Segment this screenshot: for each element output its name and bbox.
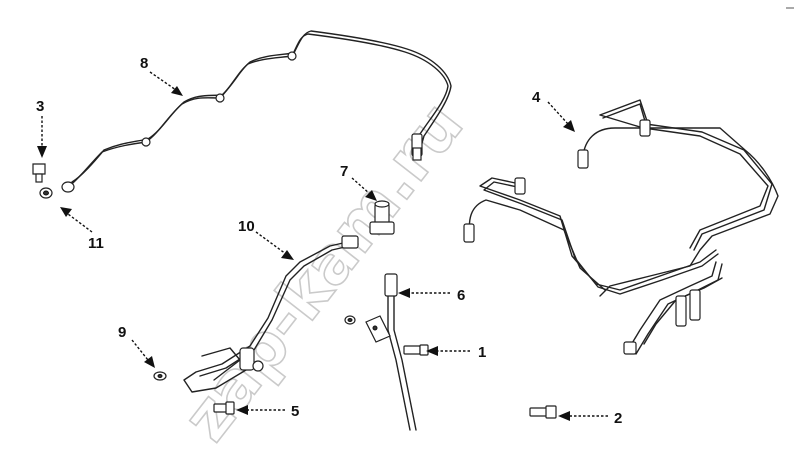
callout-9: 9: [118, 324, 126, 341]
watermark: zap-kam.ru: [169, 89, 478, 455]
tee-fitting-7: [369, 200, 395, 235]
callout-11: 11: [88, 235, 104, 252]
bolt-2: [529, 405, 557, 419]
bolt-1: [403, 344, 429, 356]
leader-lines: [37, 71, 608, 421]
sealing-washer-11: [39, 187, 53, 199]
callout-5: 5: [291, 403, 299, 420]
injection-pipe-assembly: [463, 99, 779, 355]
callout-1: 1: [478, 344, 486, 361]
callout-3: 3: [36, 98, 44, 115]
drain-pipe-6: [365, 273, 417, 431]
banjo-bolt-3: [32, 163, 46, 183]
callout-2: 2: [614, 410, 622, 427]
washer-center: [344, 315, 356, 325]
fuel-feed-line: [183, 235, 359, 393]
callout-10: 10: [238, 218, 255, 235]
callout-numbers: 1 2 3 4 5 6 7 8 9 10 11: [36, 55, 622, 427]
fuel-return-line: [61, 30, 452, 193]
callout-6: 6: [457, 287, 465, 304]
washer-9: [153, 371, 167, 381]
callout-8: 8: [140, 55, 148, 72]
callout-7: 7: [340, 163, 348, 180]
callout-4: 4: [532, 89, 541, 106]
bolt-5: [213, 401, 235, 415]
